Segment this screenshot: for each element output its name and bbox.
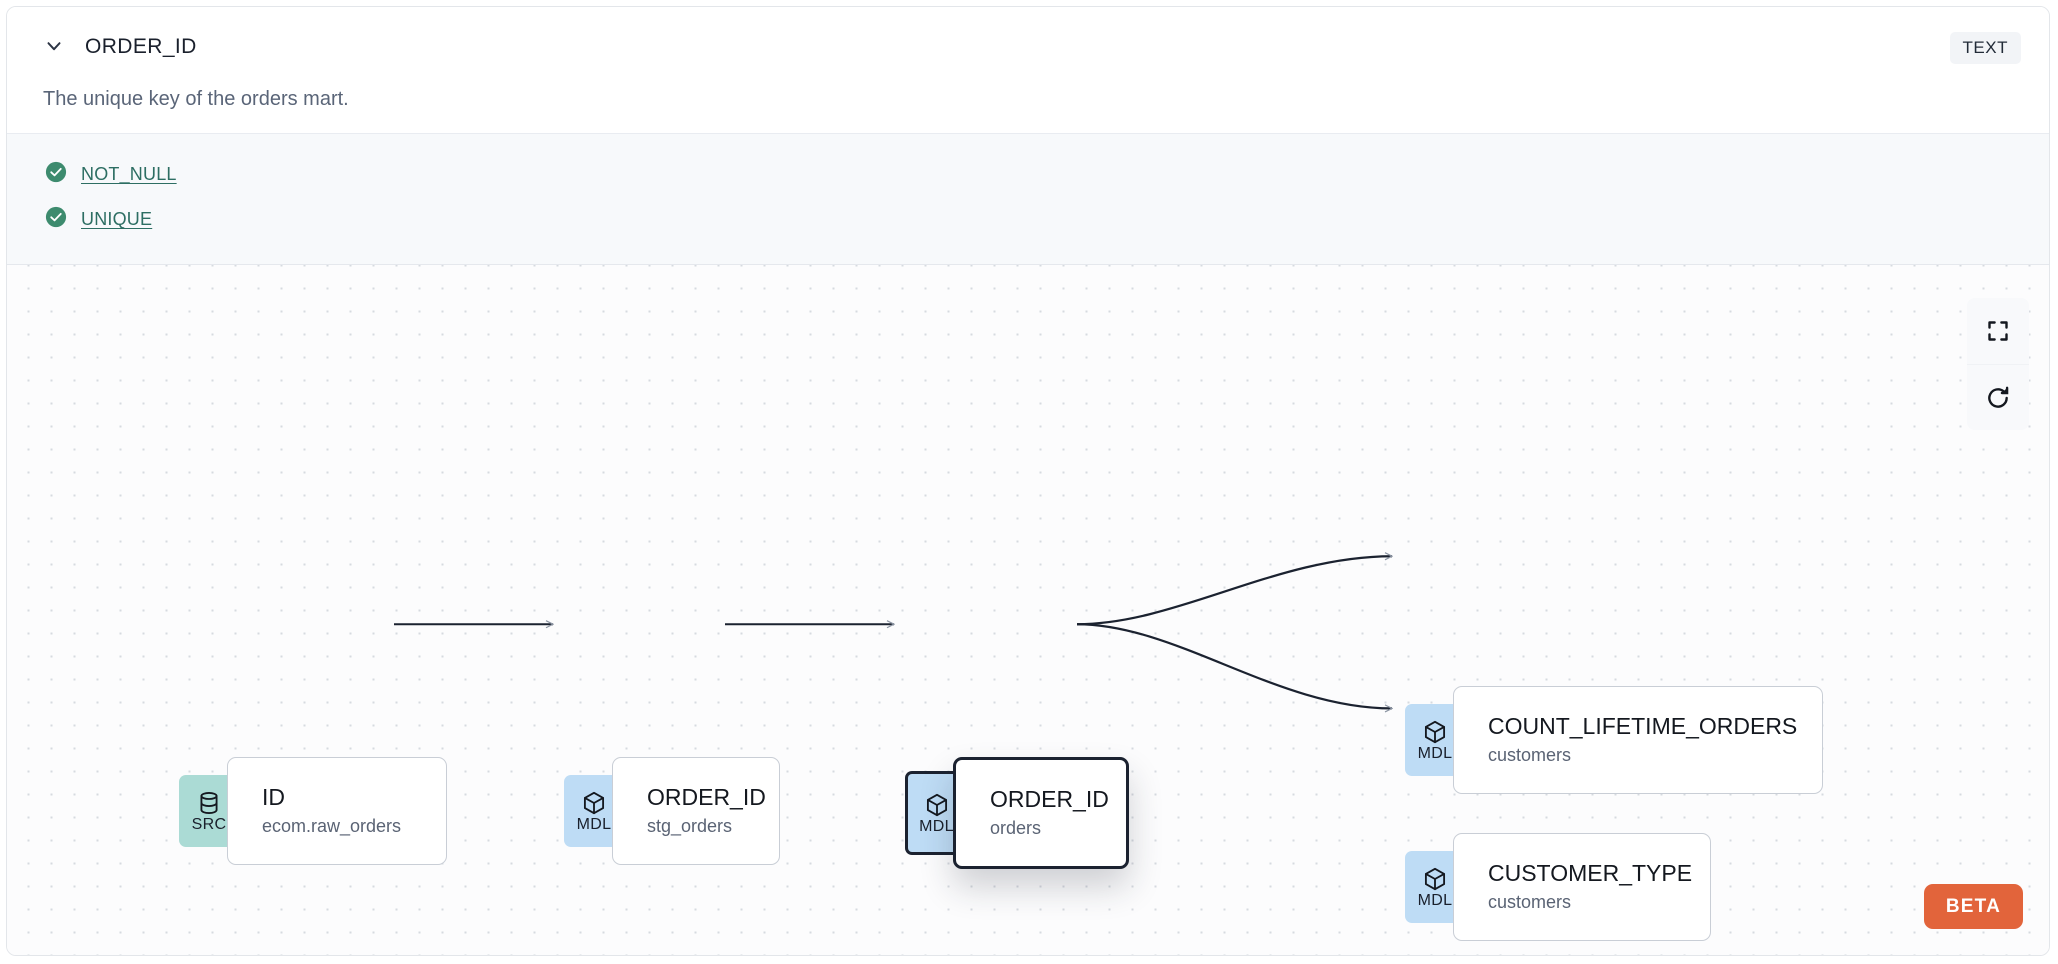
column-description: The unique key of the orders mart. bbox=[43, 88, 349, 110]
node-badge-label: MDL bbox=[576, 815, 612, 833]
lineage-node-customer-type[interactable]: MDL CUSTOMER_TYPE customers bbox=[1405, 833, 1711, 941]
lineage-node-orders[interactable]: MDL ORDER_ID orders bbox=[905, 757, 1129, 869]
check-circle-icon bbox=[45, 206, 67, 233]
column-detail-card: ORDER_ID TEXT The unique key of the orde… bbox=[6, 6, 2050, 956]
node-column-name: ORDER_ID bbox=[647, 784, 766, 811]
lineage-node-src[interactable]: SRC ID ecom.raw_orders bbox=[179, 757, 447, 865]
node-column-name: ORDER_ID bbox=[990, 786, 1109, 813]
node-badge-label: SRC bbox=[191, 815, 227, 833]
cube-icon bbox=[1422, 719, 1448, 745]
test-link[interactable]: UNIQUE bbox=[81, 209, 153, 229]
node-badge-label: MDL bbox=[919, 817, 954, 835]
refresh-button[interactable] bbox=[1967, 364, 2029, 430]
test-row[interactable]: NOT_NULL bbox=[7, 152, 2049, 197]
node-column-name: CUSTOMER_TYPE bbox=[1488, 860, 1693, 887]
lineage-node-count-lifetime-orders[interactable]: MDL COUNT_LIFETIME_ORDERS customers bbox=[1405, 686, 1823, 794]
cube-icon bbox=[581, 790, 607, 816]
beta-badge[interactable]: BETA bbox=[1923, 884, 2023, 929]
title-row: ORDER_ID bbox=[41, 33, 2021, 59]
node-parent-name: orders bbox=[990, 818, 1042, 839]
node-parent-name: customers bbox=[1488, 745, 1572, 766]
fit-view-button[interactable] bbox=[1967, 298, 2029, 364]
cube-icon bbox=[924, 792, 950, 818]
node-parent-name: stg_orders bbox=[647, 816, 733, 837]
data-type-badge: TEXT bbox=[1949, 32, 2021, 64]
refresh-icon bbox=[1985, 385, 2011, 411]
node-parent-name: customers bbox=[1488, 892, 1572, 913]
node-body: ORDER_ID stg_orders bbox=[612, 757, 780, 865]
node-body: ID ecom.raw_orders bbox=[227, 757, 447, 865]
node-column-name: ID bbox=[262, 784, 285, 811]
node-badge-label: MDL bbox=[1417, 744, 1453, 762]
test-row[interactable]: UNIQUE bbox=[7, 197, 2049, 242]
lineage-canvas[interactable]: SRC ID ecom.raw_orders MDL ORDE bbox=[7, 265, 2049, 955]
cube-icon bbox=[1422, 866, 1448, 892]
edge-orders-count bbox=[1076, 556, 1392, 626]
test-link[interactable]: NOT_NULL bbox=[81, 164, 177, 184]
node-column-name: COUNT_LIFETIME_ORDERS bbox=[1488, 713, 1798, 740]
node-body: ORDER_ID orders bbox=[953, 757, 1129, 869]
node-body: COUNT_LIFETIME_ORDERS customers bbox=[1453, 686, 1823, 794]
node-body: CUSTOMER_TYPE customers bbox=[1453, 833, 1711, 941]
node-parent-name: ecom.raw_orders bbox=[262, 816, 402, 837]
card-header: ORDER_ID TEXT The unique key of the orde… bbox=[7, 7, 2049, 133]
lineage-node-stg-orders[interactable]: MDL ORDER_ID stg_orders bbox=[564, 757, 780, 865]
database-icon bbox=[196, 790, 222, 816]
chevron-down-icon[interactable] bbox=[41, 33, 67, 59]
canvas-controls bbox=[1967, 298, 2029, 430]
edge-orders-custtype bbox=[1076, 623, 1392, 708]
fullscreen-icon bbox=[1986, 319, 2010, 343]
node-badge-label: MDL bbox=[1417, 891, 1453, 909]
page-title: ORDER_ID bbox=[85, 34, 197, 58]
check-circle-icon bbox=[45, 161, 67, 188]
tests-section: NOT_NULL UNIQUE bbox=[7, 133, 2049, 265]
